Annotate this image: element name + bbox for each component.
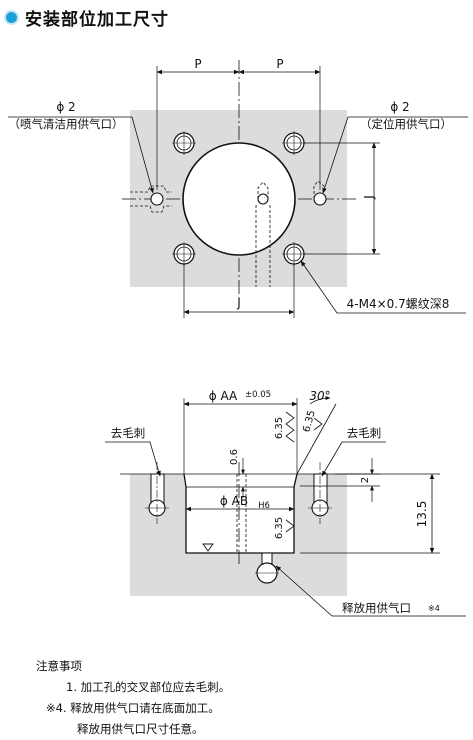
note-item-3: 释放用供气口尺寸任意。 <box>77 722 204 736</box>
release-port-mark: ※4 <box>428 604 440 613</box>
right-hole-note: （定位用供气口） <box>360 117 452 131</box>
release-port-hole <box>255 552 279 584</box>
deburr-left: 去毛刺 <box>111 426 146 440</box>
surface-mark <box>202 543 214 552</box>
dim-06: 0.6 <box>229 449 240 465</box>
dim-2: 2 <box>360 477 371 483</box>
deburr-right-leader <box>321 441 386 477</box>
side-plate <box>130 474 347 596</box>
angle-label: 30° <box>309 389 330 403</box>
mounting-drawing: P P J J ϕ 2 （喷气清洁用供气口） ϕ 2 （定位用供气口） 4-M4… <box>8 57 468 617</box>
chamfer-a: 6.35 <box>274 417 285 439</box>
top-bore <box>182 142 296 256</box>
chamfer-mark <box>285 411 295 443</box>
note-item-2: ※4. 释放用供气口请在底面加工。 <box>46 701 220 715</box>
dim-ab: ϕ AB <box>220 494 248 508</box>
blow-port <box>130 185 172 213</box>
bolt-leader <box>300 260 466 314</box>
title-row: 安装部位加工尺寸 <box>4 4 169 30</box>
notes: 注意事项 1. 加工孔的交叉部位应去毛刺。 ※4. 释放用供气口请在底面加工。 … <box>36 656 230 740</box>
deburr-right: 去毛刺 <box>347 426 382 440</box>
right-hole-dia: ϕ 2 <box>390 100 409 114</box>
dim-aa-tol: ±0.05 <box>245 390 271 400</box>
note-item-1: 1. 加工孔的交叉部位应去毛刺。 <box>66 680 231 694</box>
left-hole-leader <box>8 116 154 194</box>
dim-aa: ϕ AA <box>209 389 238 403</box>
chamfer-b: 6.35 <box>301 409 317 433</box>
center-port <box>255 181 271 287</box>
side-view: ϕ AA ±0.05 30° 6.35 6.35 6.35 0.6 2 13.5… <box>105 389 466 617</box>
dim-j-bottom: J <box>236 296 241 310</box>
chamfer-mark <box>285 519 295 533</box>
chamfer-mark <box>313 417 323 431</box>
chamfer-c: 6.35 <box>274 517 285 539</box>
title-bullet-icon <box>4 9 19 25</box>
dim-ab-tol: H6 <box>258 501 270 511</box>
left-hole-note: （喷气清洁用供气口） <box>9 117 124 131</box>
angle-arc <box>309 396 331 405</box>
dim-p-left: P <box>194 57 201 71</box>
side-bolt-hole-right <box>308 462 332 524</box>
bolt-hole <box>172 242 196 266</box>
dim-p-right: P <box>276 57 283 71</box>
bolt-hole <box>172 131 196 155</box>
top-view: P P J J ϕ 2 （喷气清洁用供气口） ϕ 2 （定位用供气口） 4-M4… <box>8 57 468 318</box>
dim-135: 13.5 <box>415 501 429 528</box>
side-cavity <box>183 473 298 554</box>
release-port-label: 释放用供气口 <box>342 601 411 615</box>
page-title: 安装部位加工尺寸 <box>25 9 169 30</box>
release-leader <box>275 565 466 617</box>
deburr-left-leader <box>105 441 161 477</box>
bolt-note: 4-M4×0.7螺纹深8 <box>347 297 450 311</box>
left-hole-dia: ϕ 2 <box>56 100 75 114</box>
notes-heading: 注意事项 <box>36 659 82 673</box>
dim-j-right: J <box>362 195 376 200</box>
right-hole-leader <box>322 116 468 194</box>
